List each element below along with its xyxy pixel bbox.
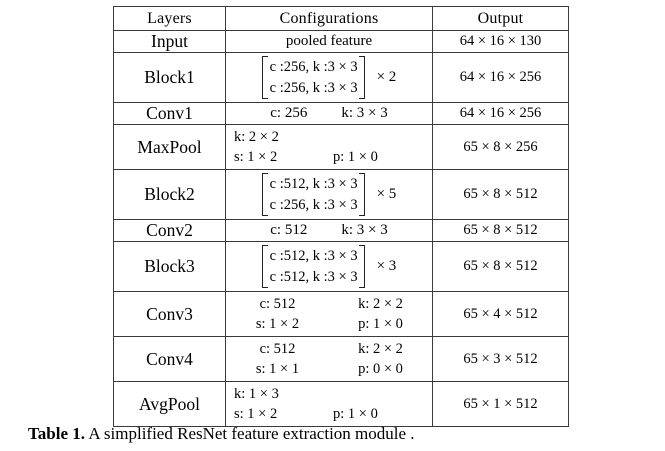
config-stride: s: 1 × 2 — [255, 316, 300, 333]
config-channels: c: 512 — [259, 296, 296, 313]
block-line-2: c :256, k :3 × 3 — [269, 79, 358, 96]
config-padding: p: 1 × 0 — [333, 149, 378, 166]
config-channels: c: 512 — [259, 341, 296, 358]
cell-config: c :512, k :3 × 3 c :256, k :3 × 3 × 5 — [225, 169, 433, 221]
config-grid: k: 1 × 3 s: 1 × 2 p: 1 × 0 — [226, 382, 432, 426]
block-line-1: c :256, k :3 × 3 — [269, 59, 358, 75]
table-header-row: Layers Configurations Output — [113, 6, 569, 31]
table-row: Conv1 c: 256 k: 3 × 3 64 × 16 × 256 — [113, 102, 569, 126]
config-right: k: 3 × 3 — [341, 105, 388, 122]
block-line-1: c :512, k :3 × 3 — [269, 248, 358, 265]
config-padding: p: 1 × 0 — [358, 316, 403, 333]
config-grid: c: 512 k: 2 × 2 s: 1 × 2 p: 1 × 0 — [226, 292, 432, 336]
table-row: Conv2 c: 512 k: 3 × 3 65 × 8 × 512 — [113, 219, 569, 243]
bracket-matrix: c :512, k :3 × 3 c :512, k :3 × 3 — [261, 245, 365, 289]
block-multiplier: × 5 — [376, 186, 397, 203]
cell-config: k: 2 × 2 s: 1 × 2 p: 1 × 0 — [225, 124, 433, 171]
config-blank — [333, 127, 432, 147]
config-kernel: k: 2 × 2 — [358, 341, 403, 358]
cell-output: 65 × 4 × 512 — [432, 291, 569, 338]
config-stride: s: 1 × 2 — [234, 149, 278, 166]
cell-output: 65 × 8 × 512 — [432, 241, 569, 293]
cell-config: c: 512 k: 2 × 2 s: 1 × 1 p: 0 × 0 — [225, 336, 433, 383]
cell-layer: Block2 — [113, 169, 226, 221]
table-row: Conv4 c: 512 k: 2 × 2 s: 1 × 1 p: 0 × 0 … — [113, 336, 569, 383]
cell-output: 65 × 8 × 512 — [432, 219, 569, 243]
block-line-2: c :256, k :3 × 3 — [269, 196, 358, 213]
bracket-matrix: c :512, k :3 × 3 c :256, k :3 × 3 — [261, 173, 365, 217]
cell-layer: Conv1 — [113, 102, 226, 126]
cell-layer: Block1 — [113, 51, 226, 104]
config-padding: p: 1 × 0 — [333, 406, 378, 423]
config-grid: k: 2 × 2 s: 1 × 2 p: 1 × 0 — [226, 125, 432, 169]
config-grid: c: 512 k: 2 × 2 s: 1 × 1 p: 0 × 0 — [226, 337, 432, 381]
table-row: Conv3 c: 512 k: 2 × 2 s: 1 × 2 p: 1 × 0 … — [113, 291, 569, 338]
table-row: Block2 c :512, k :3 × 3 c :256, k :3 × 3… — [113, 169, 569, 221]
config-left: c: 256 — [270, 105, 308, 122]
header-layers: Layers — [113, 6, 226, 31]
config-right: k: 3 × 3 — [341, 222, 388, 239]
caption-text: A simplified ResNet feature extraction m… — [85, 424, 415, 443]
table-row: MaxPool k: 2 × 2 s: 1 × 2 p: 1 × 0 65 × … — [113, 124, 569, 171]
header-configurations: Configurations — [225, 6, 433, 31]
cell-output: 65 × 8 × 512 — [432, 169, 569, 221]
config-pair: c: 512 k: 3 × 3 — [226, 222, 432, 239]
cell-layer: Block3 — [113, 241, 226, 293]
config-padding: p: 0 × 0 — [358, 361, 403, 378]
cell-layer: AvgPool — [113, 381, 226, 428]
config-kernel: k: 2 × 2 — [234, 129, 279, 146]
cell-layer: Conv4 — [113, 336, 226, 383]
cell-config: c :512, k :3 × 3 c :512, k :3 × 3 × 3 — [225, 241, 433, 293]
cell-output: 65 × 3 × 512 — [432, 336, 569, 383]
table-row: Block1 c :256, k :3 × 3 c :256, k :3 × 3… — [113, 51, 569, 104]
cell-layer: Conv2 — [113, 219, 226, 243]
config-stride: s: 1 × 1 — [255, 361, 300, 378]
cell-output: 64 × 16 × 130 — [432, 30, 569, 53]
table-caption: Table 1. A simplified ResNet feature ext… — [28, 424, 643, 444]
cell-output: 64 × 16 × 256 — [432, 102, 569, 126]
cell-config: c :256, k :3 × 3 c :256, k :3 × 3 × 2 — [225, 51, 433, 104]
cell-config: c: 256 k: 3 × 3 — [225, 102, 433, 126]
block-line-1: c :512, k :3 × 3 — [269, 176, 358, 193]
block-multiplier: × 3 — [376, 258, 397, 275]
block-line-2: c :512, k :3 × 3 — [269, 268, 358, 285]
cell-config: k: 1 × 3 s: 1 × 2 p: 1 × 0 — [225, 381, 433, 428]
block-config: c :512, k :3 × 3 c :512, k :3 × 3 × 3 — [226, 242, 432, 291]
cell-config: c: 512 k: 3 × 3 — [225, 219, 433, 243]
table-row: Block3 c :512, k :3 × 3 c :512, k :3 × 3… — [113, 241, 569, 293]
cell-output: 65 × 1 × 512 — [432, 381, 569, 428]
cell-layer: MaxPool — [113, 124, 226, 171]
cell-output: 65 × 8 × 256 — [432, 124, 569, 171]
block-config: c :512, k :3 × 3 c :256, k :3 × 3 × 5 — [226, 170, 432, 219]
table-row: AvgPool k: 1 × 3 s: 1 × 2 p: 1 × 0 65 × … — [113, 381, 569, 428]
config-kernel: k: 1 × 3 — [234, 386, 279, 403]
resnet-config-table: Layers Configurations Output Input poole… — [113, 6, 569, 428]
bracket-matrix: c :256, k :3 × 3 c :256, k :3 × 3 — [261, 56, 365, 100]
block-multiplier: × 2 — [376, 69, 397, 86]
config-pair: c: 256 k: 3 × 3 — [226, 105, 432, 122]
cell-layer: Input — [113, 30, 226, 53]
results-table-container: Layers Configurations Output Input poole… — [113, 6, 569, 428]
config-left: c: 512 — [270, 222, 308, 239]
table-row: Input pooled feature 64 × 16 × 130 — [113, 30, 569, 53]
config-blank — [333, 384, 432, 404]
config-kernel: k: 2 × 2 — [358, 296, 403, 313]
cell-output: 64 × 16 × 256 — [432, 51, 569, 104]
config-stride: s: 1 × 2 — [234, 406, 278, 423]
config-text: pooled feature — [285, 33, 373, 49]
caption-label: Table 1. — [28, 424, 86, 443]
header-output: Output — [432, 6, 569, 31]
cell-layer: Conv3 — [113, 291, 226, 338]
block-config: c :256, k :3 × 3 c :256, k :3 × 3 × 2 — [226, 53, 432, 102]
cell-config: pooled feature — [225, 30, 433, 53]
cell-config: c: 512 k: 2 × 2 s: 1 × 2 p: 1 × 0 — [225, 291, 433, 338]
